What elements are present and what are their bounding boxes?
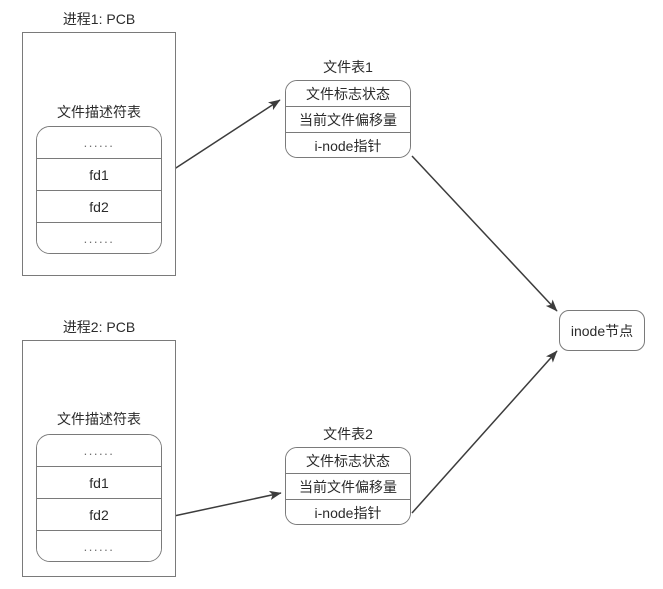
process1-title: 进程1: PCB — [62, 11, 136, 27]
edge-fd1-to-file-table1 — [158, 99, 281, 180]
process2-title: 进程2: PCB — [62, 319, 136, 335]
file-table1: 文件标志状态 当前文件偏移量 i-node指针 — [285, 80, 411, 158]
process2-fd-row-dots-bottom[interactable]: ...... — [37, 531, 161, 561]
process1-fd-row-fd2[interactable]: fd2 — [37, 191, 161, 223]
process2-fd-row-dots-top[interactable]: ...... — [37, 435, 161, 467]
process2-fd-row-fd1[interactable]: fd1 — [37, 467, 161, 499]
process2-fd-table: ...... fd1 fd2 ...... — [36, 434, 162, 562]
process2-fd-table-title: 文件描述符表 — [57, 411, 141, 427]
file-table1-title: 文件表1 — [323, 59, 373, 75]
edge-file-table2-to-inode — [411, 350, 558, 514]
process1-fd-table: ...... fd1 fd2 ...... — [36, 126, 162, 254]
process1-fd-row-dots-top[interactable]: ...... — [37, 127, 161, 159]
file-table2-row-flags[interactable]: 文件标志状态 — [286, 448, 410, 474]
file-table2: 文件标志状态 当前文件偏移量 i-node指针 — [285, 447, 411, 525]
file-table2-row-inode-pointer[interactable]: i-node指针 — [286, 500, 410, 524]
file-table2-title: 文件表2 — [323, 426, 373, 442]
file-table1-row-offset[interactable]: 当前文件偏移量 — [286, 107, 410, 133]
file-table1-row-flags[interactable]: 文件标志状态 — [286, 81, 410, 107]
process1-fd-table-title: 文件描述符表 — [57, 104, 141, 120]
inode-node[interactable]: inode节点 — [559, 310, 645, 351]
process1-fd-row-dots-bottom[interactable]: ...... — [37, 223, 161, 253]
file-table1-row-inode-pointer[interactable]: i-node指针 — [286, 133, 410, 157]
process1-fd-row-fd1[interactable]: fd1 — [37, 159, 161, 191]
edge-fd2-to-file-table2 — [159, 490, 282, 520]
file-table2-row-offset[interactable]: 当前文件偏移量 — [286, 474, 410, 500]
inode-node-label: inode节点 — [570, 322, 634, 339]
process2-fd-row-fd2[interactable]: fd2 — [37, 499, 161, 531]
edge-file-table1-to-inode — [411, 155, 558, 312]
